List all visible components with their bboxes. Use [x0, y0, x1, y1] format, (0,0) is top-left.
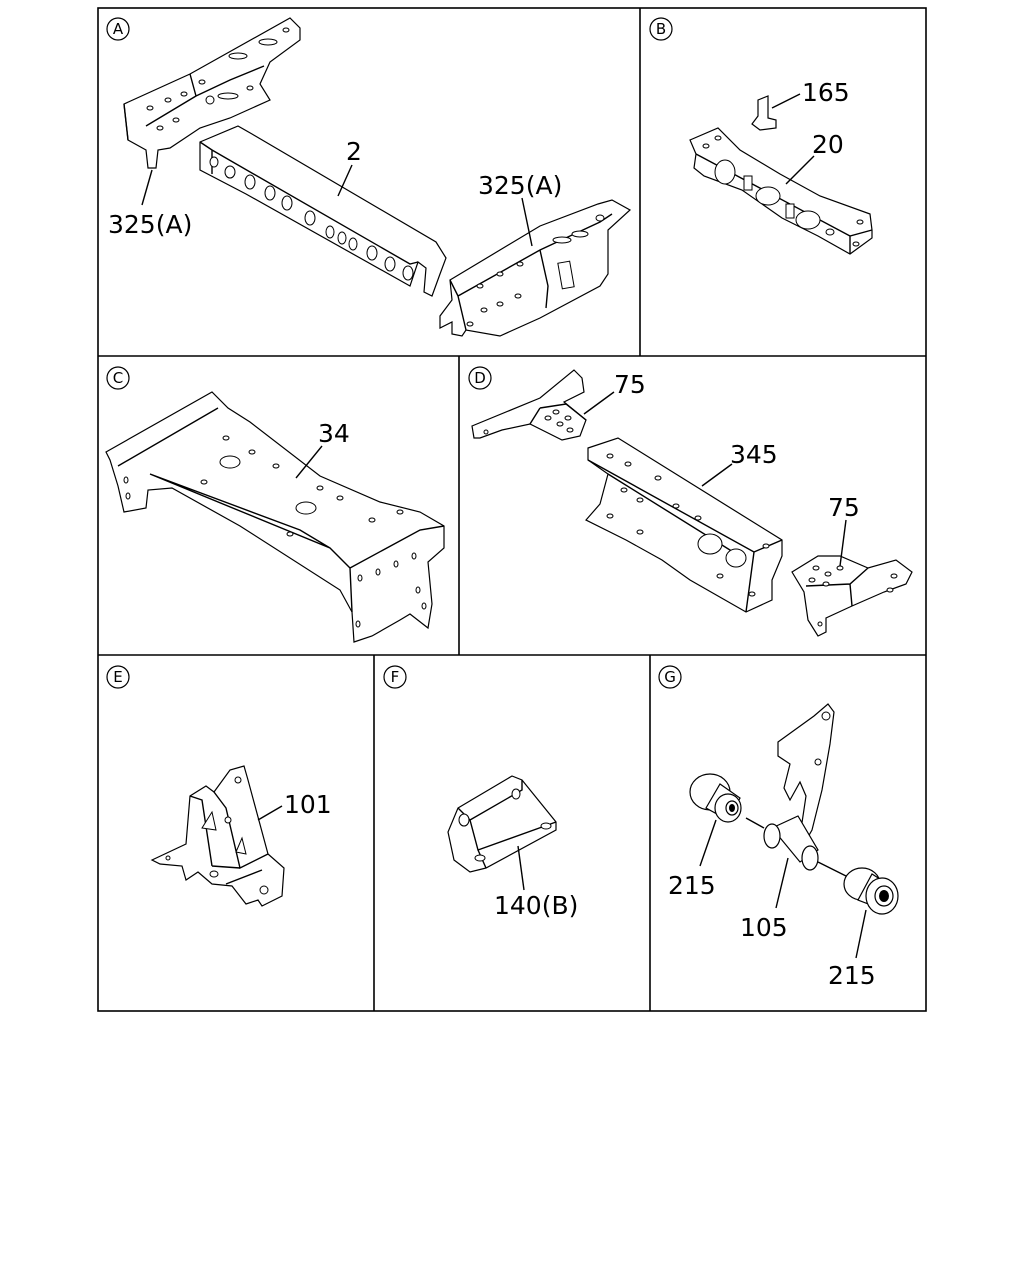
- panel-a: A 325(A): [106, 17, 632, 337]
- leader-34: [295, 445, 323, 479]
- panel-f-letter: F: [391, 668, 400, 686]
- leader-75-bottom: [839, 519, 847, 567]
- panel-b-letter: B: [656, 20, 666, 38]
- panel-d: D 75: [468, 366, 913, 637]
- bracket-165: [751, 95, 777, 131]
- cross-member-34: [105, 391, 445, 643]
- leader-75-top: [583, 391, 615, 415]
- callout-345: 345: [730, 440, 778, 469]
- panel-e-letter: E: [113, 668, 122, 686]
- panel-e: E 101: [106, 665, 332, 907]
- callout-2: 2: [346, 137, 362, 166]
- bushing-215-right: [843, 867, 899, 915]
- side-bracket-right: [439, 199, 632, 337]
- panel-a-badge: [106, 17, 130, 41]
- panel-g-badge: [658, 665, 682, 689]
- leader-140b: [517, 845, 525, 891]
- leader-101: [257, 805, 283, 821]
- callout-215-left: 215: [668, 871, 716, 900]
- panel-grid: [97, 7, 927, 1012]
- callout-325a-left: 325(A): [108, 210, 192, 239]
- leader-345: [701, 463, 733, 487]
- leader-325a-right: [521, 197, 533, 247]
- panel-c-letter: C: [113, 369, 123, 387]
- panel-g: G 105 215: [658, 665, 899, 990]
- panel-c-badge: [106, 366, 130, 390]
- callout-101: 101: [284, 790, 332, 819]
- callout-325a-right: 325(A): [478, 171, 562, 200]
- callout-140b: 140(B): [494, 891, 578, 920]
- callout-215-right: 215: [828, 961, 876, 990]
- callout-20: 20: [812, 130, 844, 159]
- panel-g-letter: G: [664, 668, 676, 686]
- panel-d-letter: D: [474, 369, 486, 387]
- leader-2: [337, 164, 353, 197]
- leader-105: [775, 857, 789, 909]
- hanger-105: [763, 703, 835, 871]
- leader-165: [771, 93, 801, 109]
- axis-line-right: [817, 861, 847, 877]
- panel-f-badge: [383, 665, 407, 689]
- side-bracket-left: [123, 17, 301, 169]
- panel-d-badge: [468, 366, 492, 390]
- cross-member-20: [689, 127, 873, 255]
- axis-line-left: [745, 817, 765, 829]
- panel-a-letter: A: [113, 20, 124, 38]
- cross-member-345: [585, 437, 783, 613]
- bracket-101: [150, 765, 285, 907]
- callout-165: 165: [802, 78, 850, 107]
- cross-member-2: [199, 125, 447, 297]
- panel-f: F 140(B): [383, 665, 578, 920]
- leader-215-right: [855, 909, 867, 959]
- bracket-140b: [447, 775, 557, 873]
- callout-105: 105: [740, 913, 788, 942]
- callout-34: 34: [318, 419, 350, 448]
- panel-b: B 165 20: [649, 17, 873, 255]
- panel-e-badge: [106, 665, 130, 689]
- leader-325a-left: [141, 169, 153, 206]
- panel-b-badge: [649, 17, 673, 41]
- callout-75-top: 75: [614, 370, 646, 399]
- panel-c: C 34: [105, 366, 445, 643]
- bracket-75-bottom: [791, 555, 913, 637]
- leader-215-left: [699, 819, 717, 867]
- bushing-215-left: [689, 773, 742, 823]
- bracket-75-top: [471, 369, 587, 441]
- leader-20: [785, 155, 815, 185]
- callout-75-bottom: 75: [828, 493, 860, 522]
